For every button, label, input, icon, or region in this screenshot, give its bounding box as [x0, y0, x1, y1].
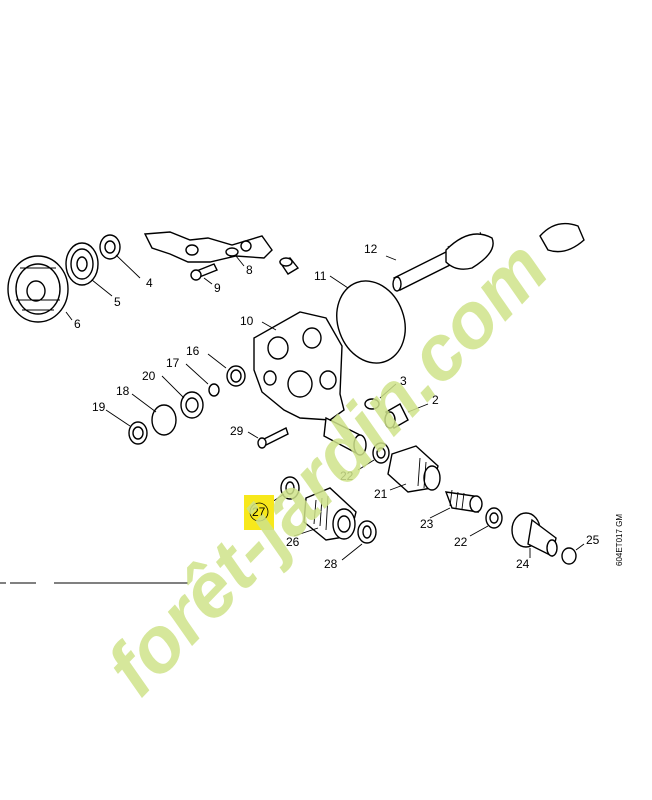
label-25[interactable]: 25 — [586, 533, 600, 547]
part-17 — [208, 383, 220, 397]
label-27[interactable]: 27 — [252, 505, 266, 519]
leader-lines — [65, 254, 585, 561]
parts-illustration — [0, 222, 585, 584]
part-16-inner — [230, 369, 242, 383]
part-25-o-ring — [561, 547, 577, 565]
part-22-washer-lower-hole — [489, 512, 499, 524]
part-19-seal — [128, 421, 148, 445]
part-6-pulley — [7, 255, 69, 323]
label-16[interactable]: 16 — [186, 344, 200, 358]
label-9[interactable]: 9 — [214, 281, 221, 295]
part-24-connector — [511, 512, 558, 558]
part-10-housing — [253, 311, 345, 421]
diagram-code: 604ET017 GM — [615, 514, 624, 566]
part-2-plug — [384, 403, 409, 429]
label-6[interactable]: 6 — [74, 317, 81, 331]
watermark-text: forêt-jardin.com — [89, 224, 565, 712]
label-27-circle — [249, 502, 269, 522]
label-23[interactable]: 23 — [420, 517, 434, 531]
label-17[interactable]: 17 — [166, 356, 180, 370]
housing-outlet — [323, 416, 367, 456]
part-27-washer-hole — [285, 481, 295, 495]
label-24[interactable]: 24 — [516, 557, 530, 571]
part-20-seal — [180, 391, 204, 419]
part-12-plunger — [392, 231, 494, 292]
part-26-nut — [303, 487, 357, 541]
label-3[interactable]: 3 — [400, 374, 407, 388]
label-22-lower[interactable]: 22 — [454, 535, 468, 549]
label-12[interactable]: 12 — [364, 242, 378, 256]
label-2[interactable]: 2 — [432, 393, 439, 407]
highlight-27 — [244, 495, 274, 530]
label-29[interactable]: 29 — [230, 424, 244, 438]
label-19[interactable]: 19 — [92, 400, 106, 414]
part-8 — [225, 247, 239, 257]
housing-fragment — [143, 231, 273, 263]
part-18-ring — [151, 404, 177, 436]
part-22-washer-upper-hole — [376, 447, 386, 459]
label-11[interactable]: 11 — [314, 269, 327, 283]
label-10[interactable]: 10 — [240, 314, 254, 328]
label-18[interactable]: 18 — [116, 384, 130, 398]
part-21-fitting — [387, 445, 441, 493]
watermark: forêt-jardin.com — [89, 224, 565, 712]
part-28-washer-hole — [362, 525, 372, 539]
part-fragment-top-right — [539, 222, 585, 253]
label-28[interactable]: 28 — [324, 557, 338, 571]
part-11-o-ring — [336, 280, 406, 364]
label-26[interactable]: 26 — [286, 535, 300, 549]
label-21[interactable]: 21 — [374, 487, 388, 501]
label-20[interactable]: 20 — [142, 369, 156, 383]
label-5[interactable]: 5 — [114, 295, 121, 309]
part-sleeve — [278, 257, 300, 275]
part-labels: 2 3 4 5 6 8 9 10 11 12 16 17 18 19 20 21… — [74, 242, 600, 571]
part-9-screw — [190, 263, 218, 281]
label-8[interactable]: 8 — [246, 263, 253, 277]
part-4-bushing — [99, 234, 121, 260]
label-4[interactable]: 4 — [146, 276, 153, 290]
part-29-screw — [257, 427, 289, 449]
part-5-bearing — [65, 242, 99, 286]
part-3 — [364, 398, 380, 410]
label-22-upper[interactable]: 22 — [340, 469, 354, 483]
part-23-valve — [444, 489, 483, 513]
